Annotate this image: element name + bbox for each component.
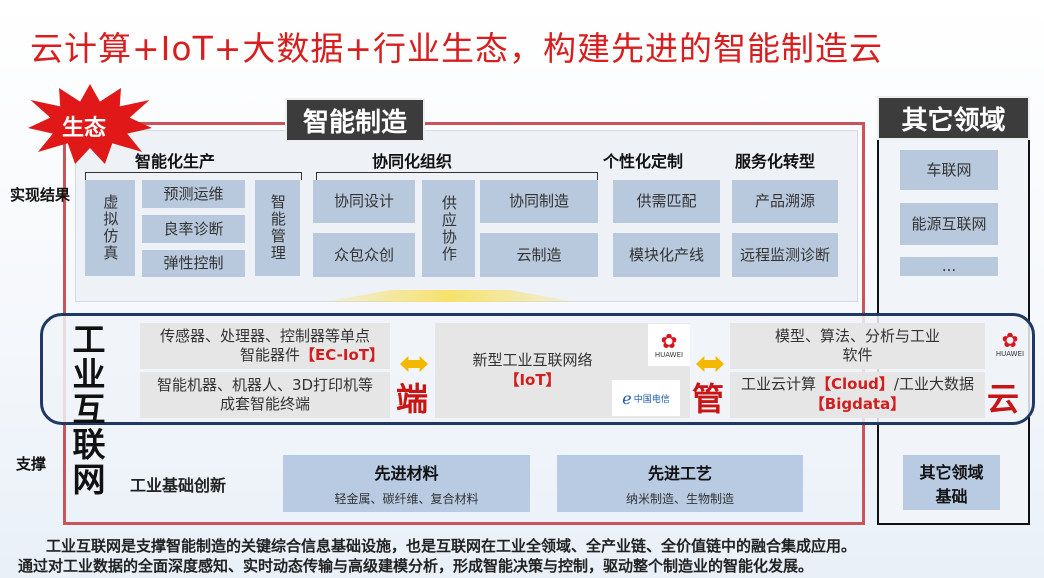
section-title: 个性化定制 [603, 152, 684, 171]
tag: 【Cloud】 [816, 375, 894, 393]
section-title: 智能化生产 [135, 152, 216, 171]
section-title: 服务化转型 [735, 152, 816, 171]
cell: 智能管理 [255, 180, 300, 276]
edge-devices-cell: 传感器、处理器、控制器等单点 智能器件【EC-IoT】 [140, 323, 390, 369]
section-title: 协同化组织 [372, 152, 453, 171]
cell: 弹性控制 [142, 250, 245, 277]
cell: ... [900, 257, 998, 276]
advanced-process-box: 先进工艺 纳米制造、生物制造 [557, 455, 803, 512]
pipe-label: 管 [692, 380, 725, 418]
text: 智能器件 [240, 346, 301, 364]
huawei-logo: ✿HUAWEI [648, 324, 690, 366]
tag: 【Bigdata】 [809, 394, 906, 413]
text: 新型工业互联网络 [472, 351, 593, 369]
huawei-logo: ✿HUAWEI [995, 328, 1025, 358]
cell: 众包众创 [313, 233, 415, 277]
footer-line: 工业互联网是支撑智能制造的关键综合信息基础设施，也是互联网在工业全领域、全产业链… [46, 537, 857, 555]
cell: 虚拟仿真 [85, 180, 135, 276]
logo-text: 中国电信 [633, 394, 670, 405]
cell: 产品溯源 [732, 180, 838, 223]
cell: 供应协作 [422, 180, 475, 277]
cloud-bigdata-cell: 工业云计算【Cloud】/工业大数据【Bigdata】 [730, 372, 985, 418]
double-arrow-icon [696, 356, 724, 372]
bracket [85, 172, 302, 180]
bracket [316, 172, 598, 180]
industrial-internet-label: 工业互联网 [72, 322, 112, 497]
other-fields-foundation-box: 其它领域基础 [903, 455, 1000, 510]
box-title: 先进材料 [374, 464, 439, 483]
support-label: 支撑 [16, 455, 47, 473]
cell: 协同设计 [313, 180, 415, 223]
smart-manufacturing-label: 智能制造 [285, 98, 425, 142]
logo-text: HUAWEI [654, 351, 684, 359]
cell: 预测运维 [142, 180, 245, 208]
box-title: 先进工艺 [647, 464, 712, 483]
vertical-label: 工业互联网 [72, 320, 108, 499]
cell: 能源互联网 [900, 203, 998, 245]
cell: 模块化产线 [613, 233, 720, 277]
results-label: 实现结果 [10, 186, 71, 204]
edge-terminals-cell: 智能机器、机器人、3D打印机等成套智能终端 [140, 372, 390, 418]
other-fields-label: 其它领域 [877, 96, 1030, 140]
cell: 云制造 [480, 233, 598, 277]
foundation-label: 工业基础创新 [130, 476, 227, 495]
box-subtitle: 轻金属、碳纤维、复合材料 [334, 492, 479, 506]
yellow-glow [324, 290, 576, 302]
models-cell: 模型、算法、分析与工业软件 [730, 323, 985, 369]
text: 工业云计算 [741, 375, 817, 393]
cell: 协同制造 [480, 180, 598, 223]
ecology-label: 生态 [62, 116, 107, 141]
cell: 供需匹配 [613, 180, 720, 223]
text: 传感器、处理器、控制器等单点 [159, 326, 370, 345]
logo-text: HUAWEI [995, 350, 1025, 358]
double-arrow-icon [400, 356, 428, 372]
edge-label: 端 [396, 380, 429, 418]
cloud-label: 云 [987, 380, 1020, 418]
cell: 远程监测诊断 [732, 233, 838, 277]
box-subtitle: 纳米制造、生物制造 [625, 492, 734, 506]
tag: 【EC-IoT】 [300, 346, 384, 364]
box-title: 其它领域基础 [919, 462, 984, 506]
cell: 车联网 [900, 150, 998, 190]
text: /工业大数据 [893, 375, 974, 393]
footer-line: 通过对工业数据的全面深度感知、实时动态传输与高级建模分析，形成智能决策与控制，驱… [18, 557, 814, 575]
advanced-materials-box: 先进材料 轻金属、碳纤维、复合材料 [283, 455, 530, 512]
tag: 【IoT】 [504, 370, 561, 389]
cell: 良率诊断 [142, 215, 245, 243]
page-title: 云计算+IoT+大数据+行业生态，构建先进的智能制造云 [30, 29, 884, 68]
